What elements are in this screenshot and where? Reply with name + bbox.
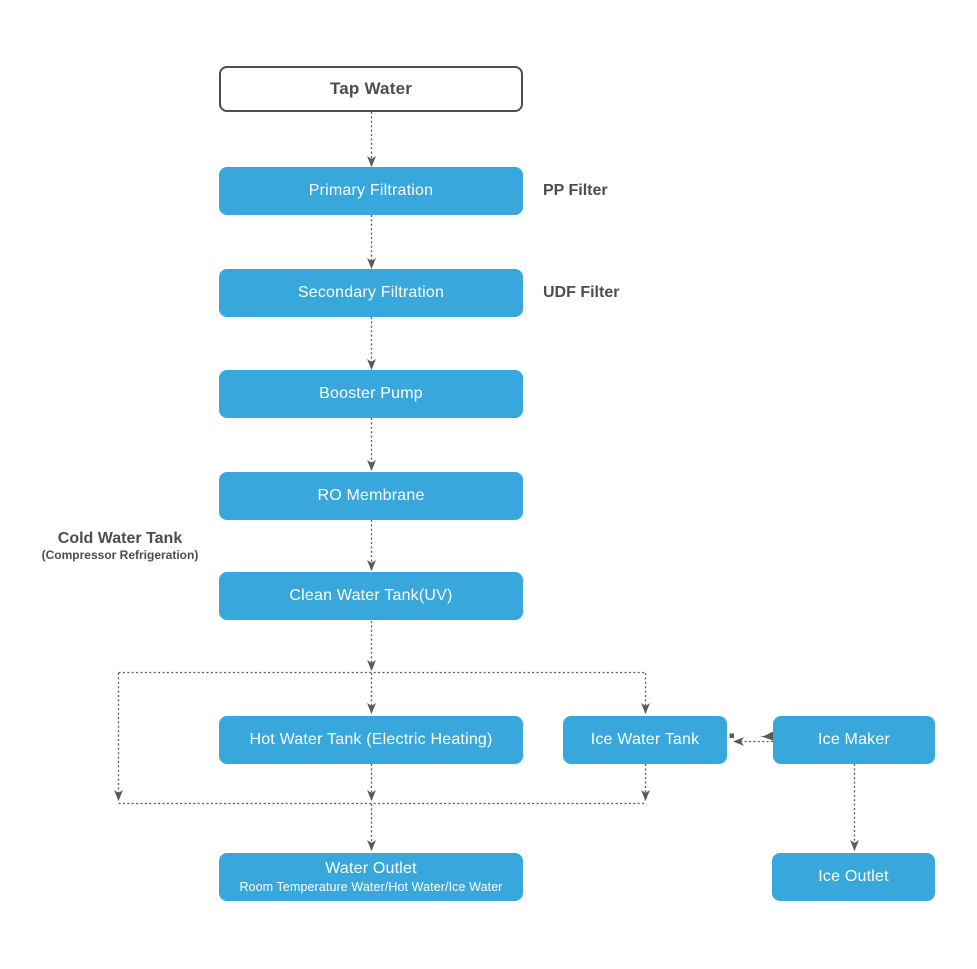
- node-ro-membrane: RO Membrane: [219, 472, 523, 520]
- node-label: Ice Water Tank: [590, 730, 700, 748]
- label-cold-water-tank-line2: (Compressor Refrigeration): [41, 547, 199, 562]
- node-hot-water-tank: Hot Water Tank (Electric Heating): [219, 716, 523, 764]
- label-cold-water-tank-line1: Cold Water Tank: [57, 530, 183, 547]
- node-tap-water: Tap Water: [219, 66, 523, 112]
- label-udf-filter: UDF Filter: [543, 284, 620, 301]
- node-label: Clean Water Tank(UV): [289, 586, 453, 604]
- icemaker-start-arrowhead: [760, 731, 773, 741]
- node-label: Ice Maker: [817, 730, 891, 748]
- node-water-outlet: Water Outlet Room Temperature Water/Hot …: [219, 853, 523, 901]
- node-label: Water Outlet: [325, 859, 417, 877]
- node-primary-filtration: Primary Filtration: [219, 167, 523, 215]
- node-label: Secondary Filtration: [297, 283, 445, 301]
- node-label: RO Membrane: [317, 486, 425, 504]
- node-label: Booster Pump: [319, 384, 423, 402]
- node-label: Hot Water Tank (Electric Heating): [249, 730, 493, 748]
- node-sublabel: Room Temperature Water/Hot Water/Ice Wat…: [239, 880, 503, 894]
- label-pp-filter: PP Filter: [543, 182, 608, 199]
- node-ice-maker: Ice Maker: [773, 716, 935, 764]
- node-ice-outlet: Ice Outlet: [772, 853, 935, 901]
- node-secondary-filtration: Secondary Filtration: [219, 269, 523, 317]
- label-cold-water-tank: Cold Water Tank (Compressor Refrigeratio…: [25, 530, 215, 562]
- node-booster-pump: Booster Pump: [219, 370, 523, 418]
- node-ice-water-tank: Ice Water Tank: [563, 716, 727, 764]
- icemaker-start-dot: [729, 733, 734, 738]
- node-label: Ice Outlet: [818, 867, 889, 885]
- node-label: Tap Water: [329, 79, 413, 99]
- node-clean-water-tank: Clean Water Tank(UV): [219, 572, 523, 620]
- node-label: Primary Filtration: [308, 181, 434, 199]
